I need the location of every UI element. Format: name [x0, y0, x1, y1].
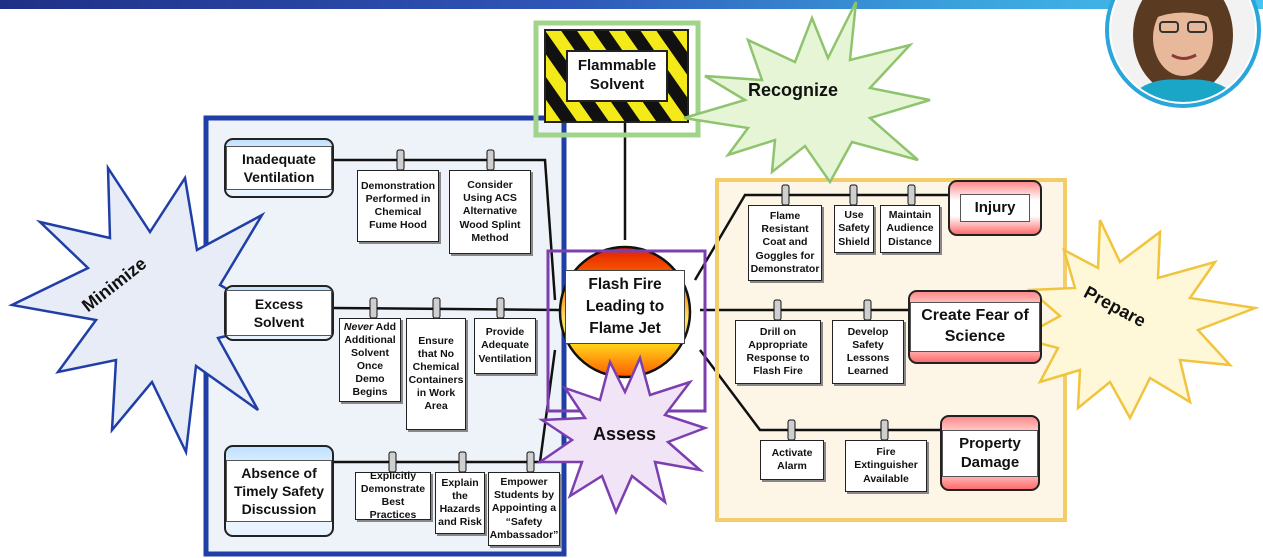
barrier-marker: [787, 419, 796, 441]
conseq-line-1: [693, 193, 950, 281]
barrier-box: Develop Safety Lessons Learned: [832, 320, 904, 384]
assess-label: Assess: [593, 424, 657, 444]
barrier-marker: [773, 299, 782, 321]
barrier-marker: [486, 149, 495, 171]
recognize-star-shape: [683, 1, 931, 185]
barrier-marker: [880, 419, 889, 441]
conseq-line-3: [699, 349, 940, 432]
barrier-markers: [369, 149, 916, 473]
barrier-box: Ensure that No Chemical Containers in Wo…: [406, 318, 466, 430]
barrier-box: Empower Students by Appointing a “Safety…: [488, 472, 560, 546]
barrier-box: Explain the Hazards and Risk: [435, 472, 485, 534]
threat-label: Excess Solvent: [253, 295, 305, 330]
barrier-box: Activate Alarm: [760, 440, 824, 480]
barrier-marker: [781, 184, 790, 206]
barrier-box: Drill on Appropriate Response to Flash F…: [735, 320, 821, 384]
threat-box-absence-of-safety-discussion: Absence of Timely Safety Discussion: [224, 445, 334, 537]
barrier-marker: [526, 451, 535, 473]
assess-star-shape: [535, 354, 709, 516]
consequence-label: Injury: [974, 199, 1016, 217]
threat-label: Absence of Timely Safety Discussion: [233, 464, 324, 518]
barrier-marker: [849, 184, 858, 206]
threat-box-inadequate-ventilation: Inadequate Ventilation: [224, 138, 334, 198]
threat-box-excess-solvent: Excess Solvent: [224, 285, 334, 341]
never-emphasis: Never: [343, 320, 374, 333]
consequence-label: Create Fear of Science: [921, 307, 1029, 345]
hazard-text: Flammable Solvent: [577, 57, 657, 93]
barrier-marker: [458, 451, 467, 473]
recognize-frame: [533, 20, 701, 138]
threat-label: Inadequate Ventilation: [242, 150, 316, 185]
barrier-box: Maintain Audience Distance: [880, 205, 940, 253]
barrier-marker: [396, 149, 405, 171]
barrier-marker: [496, 297, 505, 319]
barrier-box: Consider Using ACS Alternative Wood Spli…: [449, 170, 531, 254]
barrier-box: Explicitly Demonstrate Best Practices: [355, 470, 431, 521]
top-event-text: Flash Fire Leading to Flame Jet: [585, 276, 665, 337]
barrier-box-never-add-solvent: Never Add Additional Solvent Once Demo B…: [339, 318, 401, 402]
avatar: [1111, 0, 1255, 102]
barrier-box: Demonstration Performed in Chemical Fume…: [357, 170, 439, 242]
consequence-box-create-fear: Create Fear of Science: [908, 290, 1042, 364]
consequence-box-injury: Injury: [948, 180, 1042, 236]
hazard-label: Flammable Solvent: [566, 50, 668, 102]
barrier-box: Flame Resistant Coat and Goggles for Dem…: [748, 205, 822, 281]
barrier-marker: [863, 299, 872, 321]
barrier-box: Fire Extinguisher Available: [845, 440, 927, 492]
title-bar-stripe: [0, 0, 1263, 9]
barrier-box: Use Safety Shield: [834, 205, 874, 253]
barrier-marker: [907, 184, 916, 206]
barrier-marker: [369, 297, 378, 319]
recognize-label: Recognize: [748, 80, 839, 100]
top-event-label: Flash Fire Leading to Flame Jet: [565, 270, 685, 344]
consequence-label: Property Damage: [959, 434, 1021, 472]
never-rest-text: Add Additional Solvent Once Demo Begins: [344, 320, 397, 399]
barrier-marker: [432, 297, 441, 319]
barrier-box: Provide Adequate Ventilation: [474, 318, 536, 374]
consequence-box-property-damage: Property Damage: [940, 415, 1040, 491]
